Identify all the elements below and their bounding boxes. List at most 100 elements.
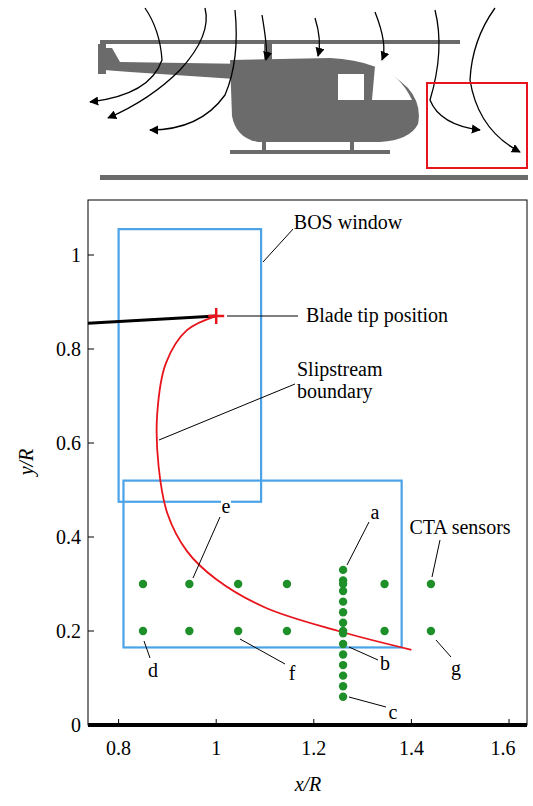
leader-line <box>347 522 369 565</box>
sensor-callout: b <box>379 652 391 674</box>
leader-line <box>193 517 220 578</box>
leader-line <box>349 647 378 660</box>
sensor-callout: a <box>370 501 381 523</box>
y-tick <box>88 255 94 256</box>
tick-label: 1 <box>210 737 222 759</box>
slipstream-curve <box>157 316 412 650</box>
x-tick <box>313 719 314 725</box>
ground-axis <box>88 723 527 727</box>
y-tick <box>88 443 94 444</box>
cta-sensor <box>339 587 347 595</box>
cta-sensor <box>234 627 242 635</box>
bos-window <box>119 229 261 502</box>
flow-arrow <box>90 8 162 102</box>
x-tick <box>118 719 119 725</box>
leader-line <box>227 316 298 317</box>
blade <box>88 316 216 323</box>
cta-sensor <box>339 619 347 627</box>
y-tick <box>88 349 94 350</box>
x-tick <box>411 719 412 725</box>
annotation-label: Slipstream boundary <box>296 358 394 402</box>
x-tick <box>216 719 217 725</box>
cta-sensor <box>339 671 347 679</box>
skid-strut <box>262 140 266 152</box>
cta-sensor <box>339 661 347 669</box>
fuselage <box>230 58 419 142</box>
tick-label: 0.6 <box>55 432 82 454</box>
cta-sensor <box>380 580 388 588</box>
cta-sensor <box>283 580 291 588</box>
sensor-callout: c <box>388 701 399 723</box>
leader-line <box>240 639 285 664</box>
cta-sensor <box>339 566 347 574</box>
flow-arrows <box>90 8 520 152</box>
leader-line <box>144 641 150 658</box>
cta-sensor <box>283 627 291 635</box>
y-tick <box>88 725 94 726</box>
cta-sensor <box>185 580 193 588</box>
tick-label: 0.4 <box>55 526 82 548</box>
cta-sensor <box>427 580 435 588</box>
plot-area <box>88 200 527 725</box>
axis-label: x/R <box>294 773 323 795</box>
x-tick <box>509 719 510 725</box>
axes-frame <box>88 200 527 725</box>
ground-line <box>100 175 528 180</box>
flow-arrow <box>470 8 520 152</box>
annotation-label: BOS window <box>293 211 403 233</box>
tick-label: 1.6 <box>490 737 517 759</box>
sensor-callout: f <box>288 662 297 684</box>
cta-sensor <box>139 580 147 588</box>
zoom-box <box>427 83 527 168</box>
skid-strut <box>350 140 354 152</box>
leader-line <box>349 697 386 707</box>
y-tick <box>88 631 94 632</box>
annotation-label: CTA sensors <box>408 516 511 538</box>
tail-fin <box>98 44 106 74</box>
door-window <box>338 74 364 100</box>
cta-sensor <box>339 682 347 690</box>
cta-sensor <box>339 608 347 616</box>
tick-label: 0 <box>70 714 82 736</box>
tick-label: 1 <box>70 244 82 266</box>
cta-sensor <box>339 629 347 637</box>
cta-sensor <box>339 640 347 648</box>
y-tick <box>88 537 94 538</box>
tick-label: 1.2 <box>300 737 327 759</box>
tick-label: 0.2 <box>55 620 82 642</box>
flow-arrow <box>262 15 267 60</box>
rotor-mast <box>264 40 272 60</box>
cta-sensor <box>339 597 347 605</box>
cockpit-window <box>372 66 412 100</box>
leader-line <box>432 540 440 577</box>
cta-sensor <box>185 627 193 635</box>
cta-sensor <box>234 580 242 588</box>
annotation-label: Blade tip position <box>305 304 449 326</box>
flow-arrow <box>375 12 384 60</box>
cta-sensor <box>427 627 435 635</box>
flow-arrow <box>108 8 206 118</box>
leader-line <box>263 228 294 262</box>
axis-label: y/R <box>15 448 37 477</box>
tick-label: 0.8 <box>55 338 82 360</box>
blade-tip-marker <box>208 308 224 324</box>
flow-arrow <box>315 18 319 56</box>
sensor-callout: g <box>450 657 462 679</box>
flow-arrow <box>150 10 236 130</box>
sensor-callout: e <box>221 495 232 517</box>
cta-sensor <box>339 693 347 701</box>
cta-sensor <box>380 627 388 635</box>
rotor-blade <box>100 40 460 44</box>
skid <box>230 150 390 154</box>
flow-arrow <box>430 10 480 130</box>
sensor-callout: d <box>147 659 159 681</box>
tick-label: 0.8 <box>105 737 132 759</box>
cta-sensor <box>339 650 347 658</box>
leader-line <box>159 384 295 440</box>
cta-sensor <box>339 576 347 584</box>
cta-sensor <box>139 627 147 635</box>
helicopter-illustration <box>98 40 460 154</box>
leader-line <box>436 640 451 657</box>
tick-label: 1.4 <box>398 737 425 759</box>
